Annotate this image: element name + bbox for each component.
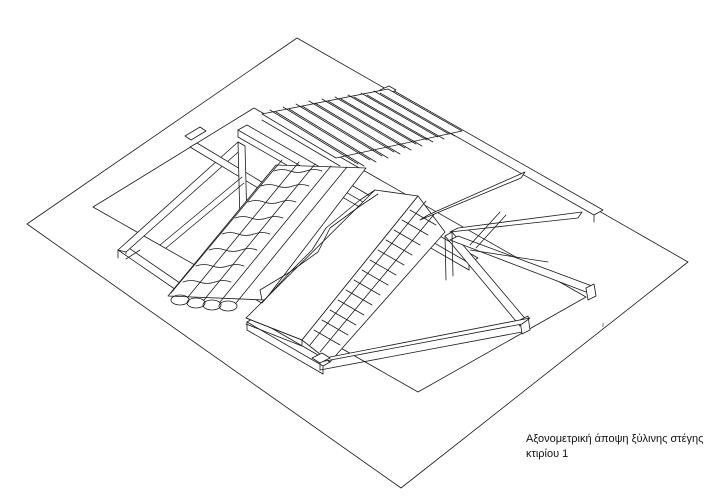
caption-line-1: Αξονομετρική άποψη ξύλινης στέγης [526, 433, 704, 445]
drawing-caption: Αξονομετρική άποψη ξύλινης στέγης κτιρίο… [526, 432, 711, 462]
roof-sheathing [245, 189, 419, 347]
right-wall-plate [311, 317, 531, 371]
site-boundary [26, 37, 689, 489]
caption-line-2: κτιρίου 1 [526, 448, 569, 460]
roof-tiles [167, 159, 376, 312]
right-trusses [419, 171, 597, 335]
exposed-battens [261, 88, 463, 167]
